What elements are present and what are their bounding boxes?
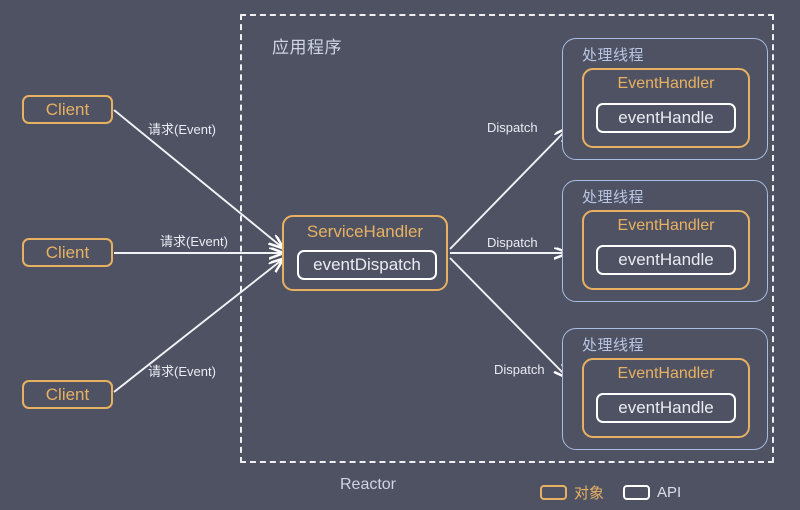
edge-label-dispatch-2: Dispatch — [487, 235, 538, 250]
event-handler-box-1[interactable]: EventHandler eventHandle — [582, 68, 750, 148]
legend-object-swatch-icon — [540, 485, 567, 500]
processing-thread-box-1[interactable]: 处理线程 EventHandler eventHandle — [562, 38, 768, 160]
event-handle-api-1[interactable]: eventHandle — [596, 103, 736, 133]
client-box-2[interactable]: Client — [22, 238, 113, 267]
event-handler-title-1: EventHandler — [617, 75, 715, 92]
processing-thread-title-1: 处理线程 — [582, 47, 645, 64]
event-handle-label-2: eventHandle — [618, 250, 714, 269]
service-handler-title: ServiceHandler — [306, 222, 424, 241]
edge-label-dispatch-3: Dispatch — [494, 362, 545, 377]
legend-api-swatch-icon — [623, 485, 651, 500]
reactor-label: Reactor — [339, 476, 397, 493]
event-handle-api-2[interactable]: eventHandle — [596, 245, 736, 275]
legend: 对象 API — [540, 482, 681, 503]
processing-thread-box-3[interactable]: 处理线程 EventHandler eventHandle — [562, 328, 768, 450]
event-dispatch-api[interactable]: eventDispatch — [297, 250, 437, 280]
processing-thread-box-2[interactable]: 处理线程 EventHandler eventHandle — [562, 180, 768, 302]
client-box-1[interactable]: Client — [22, 95, 113, 124]
event-handler-title-3: EventHandler — [617, 365, 715, 382]
event-handle-label-1: eventHandle — [618, 108, 714, 127]
legend-object-label: 对象 — [574, 485, 605, 502]
event-dispatch-label: eventDispatch — [313, 255, 421, 274]
edge-label-dispatch-1: Dispatch — [487, 120, 538, 135]
event-handle-api-3[interactable]: eventHandle — [596, 393, 736, 423]
application-boundary-label: 应用程序 — [272, 38, 342, 57]
edge-label-request-1: 请求(Event) — [148, 122, 216, 137]
event-handle-label-3: eventHandle — [618, 398, 714, 417]
event-handler-box-3[interactable]: EventHandler eventHandle — [582, 358, 750, 438]
edge-label-request-2: 请求(Event) — [160, 234, 228, 249]
application-boundary — [240, 14, 774, 463]
client-label-3: Client — [45, 384, 90, 404]
client-label-1: Client — [45, 99, 90, 119]
event-handler-box-2[interactable]: EventHandler eventHandle — [582, 210, 750, 290]
legend-api-label: API — [657, 484, 682, 501]
service-handler-box[interactable]: ServiceHandler eventDispatch — [282, 215, 448, 291]
client-box-3[interactable]: Client — [22, 380, 113, 409]
edge-label-request-3: 请求(Event) — [148, 364, 216, 379]
client-label-2: Client — [45, 242, 90, 262]
processing-thread-title-3: 处理线程 — [582, 337, 645, 354]
event-handler-title-2: EventHandler — [617, 217, 715, 234]
processing-thread-title-2: 处理线程 — [582, 189, 645, 206]
